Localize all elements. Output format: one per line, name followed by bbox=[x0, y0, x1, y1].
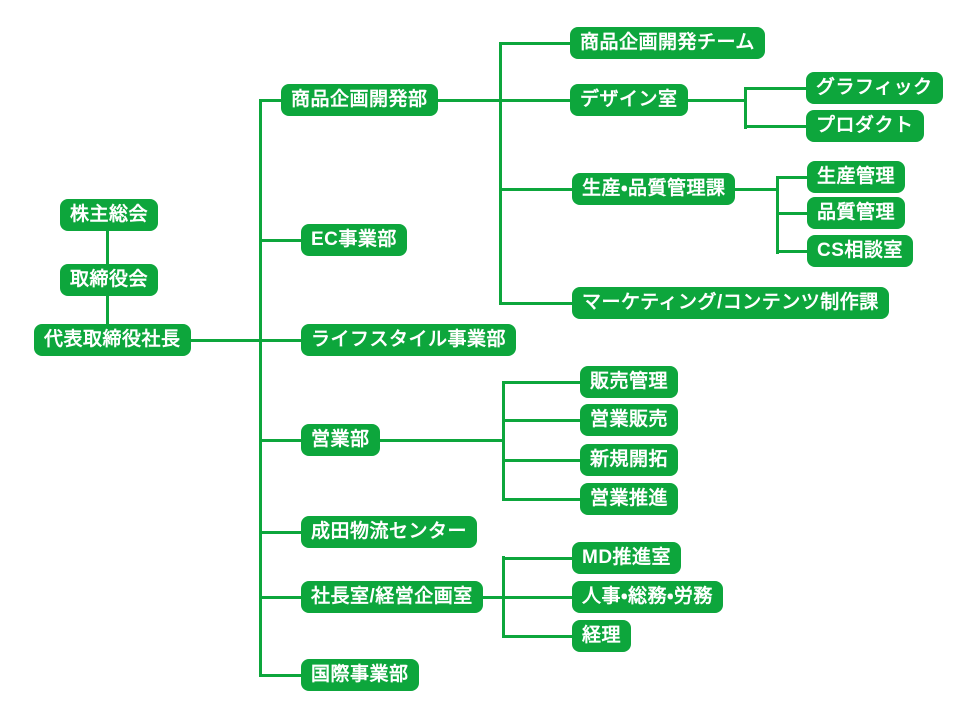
org-node-lifestyle-division: ライフスタイル事業部 bbox=[301, 324, 517, 356]
connector-production-quality-to-trunk bbox=[700, 188, 779, 191]
org-node-sales-management: 販売管理 bbox=[580, 366, 679, 398]
connector-branch-sales-management bbox=[502, 381, 582, 384]
connector-branch-ec-division bbox=[259, 239, 303, 242]
connector-branch-product bbox=[744, 125, 808, 128]
org-node-product: プロダクト bbox=[806, 110, 924, 142]
connector-branch-graphic bbox=[744, 87, 808, 90]
org-node-product-planning-dept: 商品企画開発部 bbox=[281, 84, 438, 116]
connector-sales-trunk bbox=[502, 381, 505, 501]
org-node-board-of-directors: 取締役会 bbox=[60, 264, 159, 296]
connector-main-trunk bbox=[259, 99, 262, 677]
connector-branch-sales-dept bbox=[259, 439, 505, 442]
connector-product-planning-trunk bbox=[499, 42, 502, 305]
connector-branch-sales-selling bbox=[502, 419, 582, 422]
org-node-president: 代表取締役社長 bbox=[34, 324, 191, 356]
connector-branch-md-promotion bbox=[502, 557, 574, 560]
connector-branch-production-quality-section bbox=[499, 188, 574, 191]
connector-branch-quality-management bbox=[776, 212, 809, 215]
org-node-product-planning-team: 商品企画開発チーム bbox=[570, 27, 765, 59]
org-node-shareholders-meeting: 株主総会 bbox=[60, 199, 159, 231]
connector-branch-narita-logistics bbox=[259, 531, 303, 534]
org-node-accounting: 経理 bbox=[572, 620, 632, 652]
org-node-presidents-office: 社長室/経営企画室 bbox=[301, 581, 483, 613]
connector-branch-international bbox=[259, 674, 303, 677]
org-node-ec-division: EC事業部 bbox=[301, 224, 407, 256]
org-node-sales-promotion: 営業推進 bbox=[580, 483, 679, 515]
org-node-quality-management: 品質管理 bbox=[807, 197, 906, 229]
connector-design-room-trunk bbox=[744, 87, 747, 129]
org-node-sales-selling: 営業販売 bbox=[580, 404, 679, 436]
org-node-production-management: 生産管理 bbox=[807, 161, 906, 193]
connector-president-to-trunk bbox=[100, 339, 303, 342]
connector-branch-accounting bbox=[502, 635, 574, 638]
org-node-cs-consultation-room: CS相談室 bbox=[807, 235, 913, 267]
connector-branch-new-business bbox=[502, 459, 582, 462]
org-node-international-division: 国際事業部 bbox=[301, 659, 419, 691]
org-node-marketing-content-section: マーケティング/コンテンツ制作課 bbox=[572, 287, 889, 319]
org-node-graphic: グラフィック bbox=[806, 72, 943, 104]
connector-presidents-office-trunk bbox=[502, 556, 505, 637]
connector-branch-sales-promotion bbox=[502, 498, 582, 501]
connector-branch-product-planning-team bbox=[499, 42, 572, 45]
connector-branch-production-management bbox=[776, 176, 809, 179]
connector-branch-cs-consultation bbox=[776, 250, 809, 253]
org-node-hr-general-affairs-labor: 人事・総務・労務 bbox=[572, 581, 723, 613]
org-node-new-business-development: 新規開拓 bbox=[580, 444, 679, 476]
connector-production-quality-trunk bbox=[776, 176, 779, 254]
org-node-md-promotion-room: MD推進室 bbox=[572, 542, 682, 574]
org-node-production-quality-section: 生産・品質管理課 bbox=[572, 173, 736, 205]
connector-branch-marketing-content bbox=[499, 302, 574, 305]
org-node-design-room: デザイン室 bbox=[570, 84, 688, 116]
org-node-narita-logistics-center: 成田物流センター bbox=[301, 516, 478, 548]
org-node-sales-dept: 営業部 bbox=[301, 424, 380, 456]
